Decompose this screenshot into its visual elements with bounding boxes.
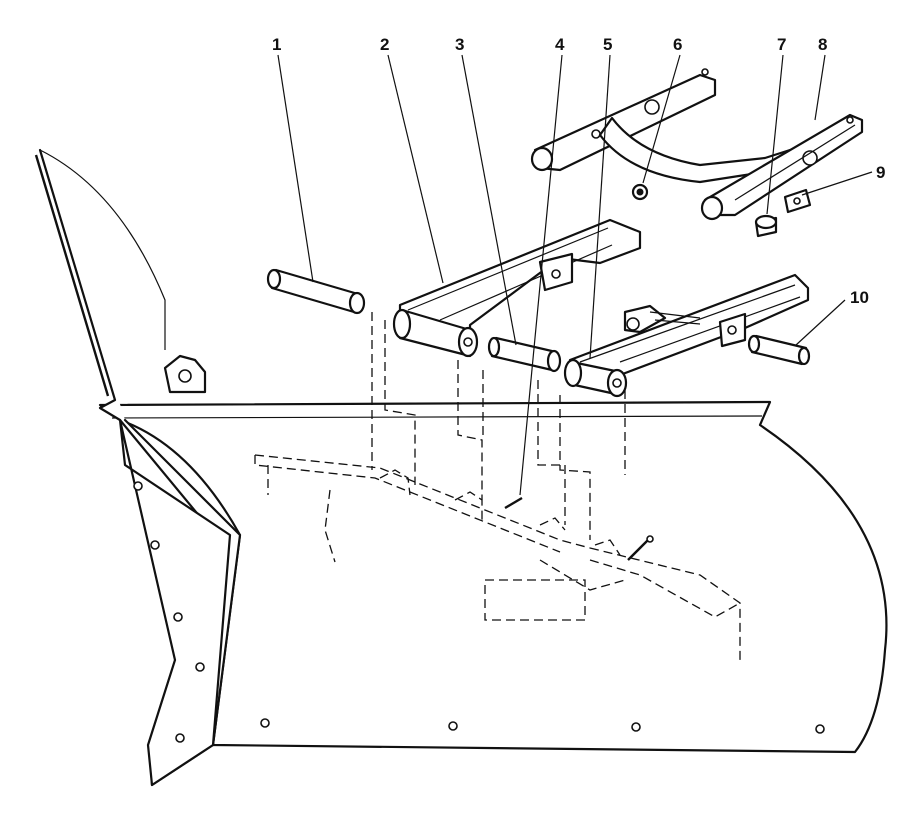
callout-4: 4: [555, 35, 565, 54]
callout-1: 1: [272, 35, 281, 54]
callout-6: 6: [673, 35, 682, 54]
callout-8: 8: [818, 35, 827, 54]
part-6-nut: [631, 183, 649, 201]
callout-leaders: [277, 54, 873, 496]
part-10-pin: [747, 334, 811, 366]
callout-3: 3: [455, 35, 464, 54]
plow-blade: [34, 148, 888, 787]
callout-9: 9: [876, 163, 885, 182]
callout-2: 2: [380, 35, 389, 54]
small-cotter-pin: [504, 496, 654, 561]
part-2-left-arm: [392, 218, 642, 358]
callout-10: 10: [850, 288, 869, 307]
part-7-bushing: [754, 214, 778, 238]
part-8-push-frame: [530, 68, 864, 221]
hidden-mounting-frame: [254, 312, 741, 660]
part-5-right-arm: [563, 273, 810, 398]
blade-bolt-holes: [133, 481, 825, 743]
callout-labels: 1 2 3 4 5 6 7 8 9 10: [272, 35, 885, 307]
part-1-pivot-pin: [266, 268, 366, 315]
callout-5: 5: [603, 35, 612, 54]
part-3-short-pin: [487, 336, 562, 373]
callout-7: 7: [777, 35, 786, 54]
part-9-plate: [783, 188, 812, 214]
